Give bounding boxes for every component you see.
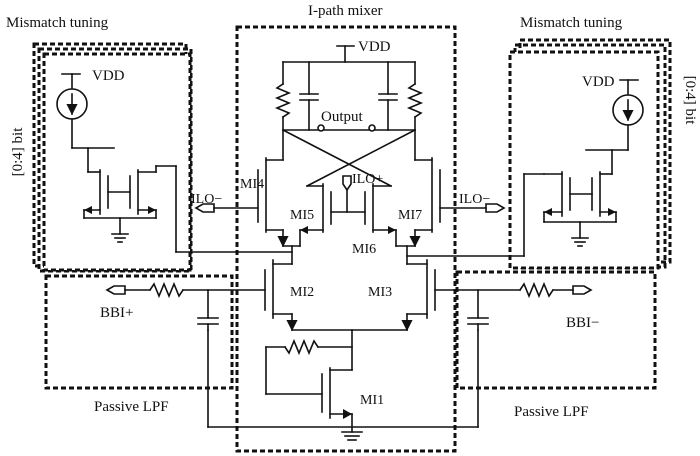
mixer-box xyxy=(235,25,457,453)
output-terminal-right xyxy=(368,124,376,132)
mixer-vdd: VDD xyxy=(336,39,391,63)
ilo-minus-right-terminal xyxy=(439,203,506,213)
transistor-mi4 xyxy=(257,157,289,248)
transistor-mi3 xyxy=(401,259,436,332)
mixer-vdd-label: VDD xyxy=(358,39,391,55)
output-label: Output xyxy=(321,109,364,125)
transistor-mi1 xyxy=(321,367,353,433)
mi2-label: MI2 xyxy=(290,285,314,300)
right-tuning-cell xyxy=(406,79,644,257)
mi7-label: MI7 xyxy=(398,208,422,223)
left-lpf-label: Passive LPF xyxy=(94,399,169,415)
left-tuning-cell xyxy=(56,73,293,253)
ilo-minus-right-label: ILO− xyxy=(459,192,490,207)
ilo-minus-left-label: ILO− xyxy=(191,192,222,207)
cross-wire-b xyxy=(305,128,417,188)
cross-wire-a xyxy=(281,128,393,188)
tail-feedback xyxy=(265,338,353,395)
mixer-ground xyxy=(341,431,363,441)
right-lpf-label: Passive LPF xyxy=(514,404,589,420)
transistor-mi7 xyxy=(409,157,441,248)
bbi-plus-label: BBI+ xyxy=(100,305,133,321)
output-terminal-left xyxy=(317,124,325,132)
mi3-label: MI3 xyxy=(368,285,392,300)
left-lpf-circuit xyxy=(105,281,266,331)
left-bit-label: [0:4] bit xyxy=(10,127,26,177)
right-bit-label: [0:4] bit xyxy=(682,76,698,126)
mi1-label: MI1 xyxy=(360,393,384,408)
left-tuning-vdd-label: VDD xyxy=(92,68,125,84)
bbi-minus-label: BBI− xyxy=(566,315,599,331)
mi4-label: MI4 xyxy=(240,177,264,192)
right-lpf-box xyxy=(455,270,657,390)
ilo-plus-terminal xyxy=(330,175,366,213)
left-tuning-title: Mismatch tuning xyxy=(6,15,109,31)
transistor-mi5 xyxy=(299,183,332,234)
right-tuning-vdd-label: VDD xyxy=(582,74,615,90)
right-lpf-circuit xyxy=(434,281,593,331)
transistor-mi6 xyxy=(364,183,397,234)
ilo-plus-label: ILO+ xyxy=(352,172,383,187)
mi5-label: MI5 xyxy=(290,208,314,223)
left-lpf-box xyxy=(44,274,234,390)
right-tuning-title: Mismatch tuning xyxy=(520,15,623,31)
load-resistor-left xyxy=(274,82,292,119)
ilo-minus-left-terminal xyxy=(194,203,259,213)
transistor-mi2 xyxy=(264,259,298,332)
load-resistor-right xyxy=(406,82,424,119)
right-tuning-box xyxy=(508,50,660,270)
mi6-label: MI6 xyxy=(352,242,376,257)
mixer-title: I-path mixer xyxy=(308,3,383,19)
